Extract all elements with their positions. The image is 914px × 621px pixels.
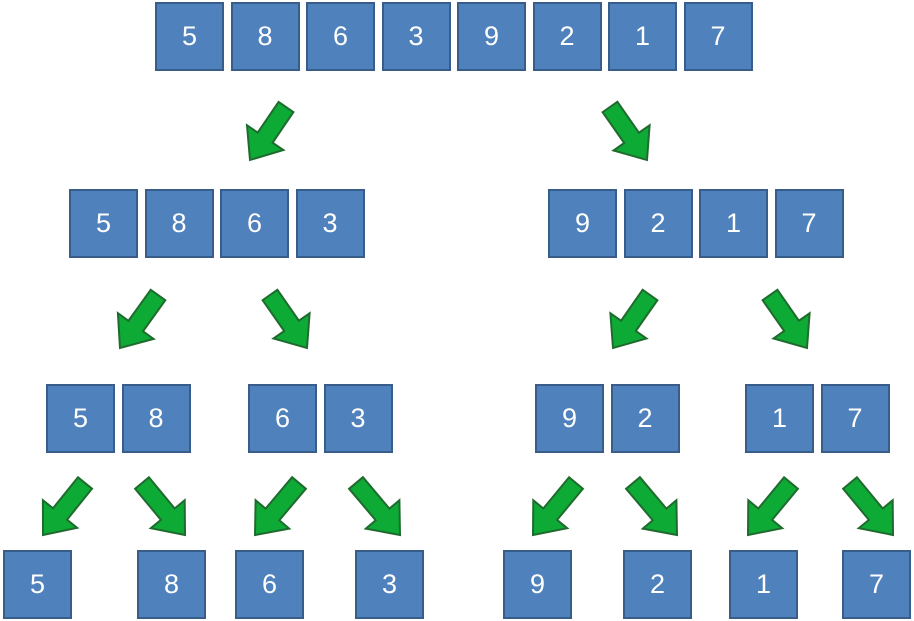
array-cell: 1	[608, 2, 677, 71]
down-arrow-icon	[347, 475, 402, 537]
array-cell: 6	[306, 2, 375, 71]
array-cell: 9	[548, 189, 617, 258]
array-cell: 8	[137, 550, 206, 619]
array-cell: 5	[155, 2, 224, 71]
down-arrow-icon	[609, 288, 659, 350]
array-cell: 7	[820, 384, 890, 453]
array-cell: 5	[3, 550, 72, 619]
down-arrow-icon	[841, 475, 895, 537]
array-cell: 6	[235, 550, 304, 619]
array-cell: 9	[457, 2, 526, 71]
down-arrow-icon	[41, 475, 94, 537]
array-cell: 7	[774, 189, 844, 258]
down-arrow-icon	[746, 475, 800, 537]
array-cell: 5	[69, 189, 138, 258]
array-cell: 8	[144, 189, 214, 258]
array-cell: 3	[355, 550, 424, 619]
array-cell: 3	[381, 2, 451, 71]
array-cell: 6	[220, 189, 289, 258]
array-cell: 3	[295, 189, 365, 258]
down-arrow-icon	[261, 288, 311, 350]
down-arrow-icon	[601, 100, 651, 162]
down-arrow-icon	[133, 475, 187, 537]
array-cell: 1	[699, 189, 768, 258]
array-cell: 6	[248, 384, 317, 453]
array-cell: 3	[323, 384, 393, 453]
down-arrow-icon	[761, 288, 811, 350]
array-cell: 2	[623, 550, 692, 619]
array-cell: 2	[610, 384, 680, 453]
array-cell: 8	[230, 2, 300, 71]
array-cell: 5	[46, 384, 115, 453]
down-arrow-icon	[624, 475, 679, 537]
down-arrow-icon	[116, 288, 167, 350]
array-cell: 9	[535, 384, 604, 453]
array-cell: 2	[532, 2, 602, 71]
array-cell: 8	[121, 384, 191, 453]
down-arrow-icon	[531, 475, 585, 537]
array-cell: 2	[623, 189, 693, 258]
array-cell: 7	[842, 550, 911, 619]
array-cell: 1	[745, 384, 814, 453]
array-cell: 9	[503, 550, 572, 619]
down-arrow-icon	[245, 100, 295, 162]
array-cell: 1	[729, 550, 798, 619]
down-arrow-icon	[253, 475, 308, 537]
array-cell: 7	[683, 2, 753, 71]
